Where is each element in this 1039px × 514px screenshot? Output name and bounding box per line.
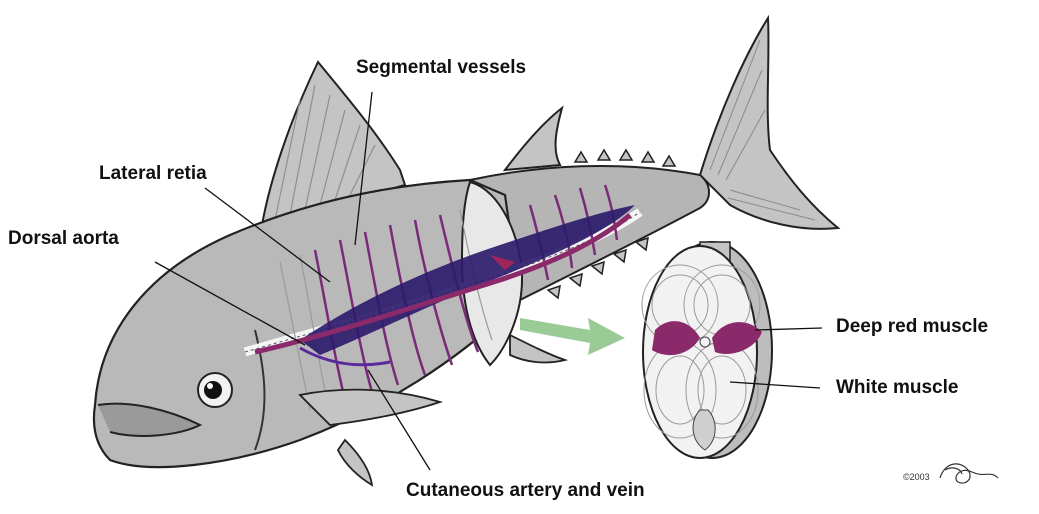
label-white-muscle: White muscle xyxy=(836,377,958,399)
copyright-text: ©2003 xyxy=(903,472,930,482)
fish-eye-highlight xyxy=(207,383,213,389)
label-deep-red-muscle: Deep red muscle xyxy=(836,316,988,338)
label-lateral-retia: Lateral retia xyxy=(99,163,207,185)
second-dorsal-fin xyxy=(505,108,562,170)
pelvic-fin xyxy=(338,440,372,485)
cross-section-illustration xyxy=(642,242,772,458)
anal-fin xyxy=(510,335,565,362)
fish-eye-pupil xyxy=(204,381,222,399)
dorsal-finlets xyxy=(575,150,675,166)
label-dorsal-aorta: Dorsal aorta xyxy=(8,228,119,250)
tail-fin xyxy=(700,18,838,229)
signature-mark xyxy=(940,464,998,483)
label-segmental-vessels: Segmental vessels xyxy=(356,57,526,79)
label-cutaneous-artery-vein: Cutaneous artery and vein xyxy=(406,480,645,502)
